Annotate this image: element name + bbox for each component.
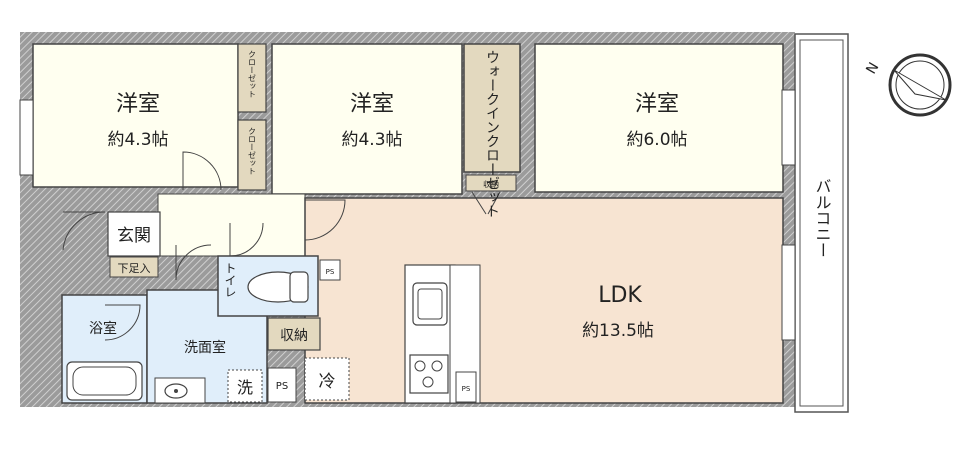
western-room-3-name: 洋室 bbox=[635, 92, 679, 117]
western-room-3-area: 約6.0帖 bbox=[626, 130, 687, 150]
fridge-label: 冷 bbox=[319, 372, 336, 392]
closet-upper-label: クローゼット bbox=[248, 50, 257, 98]
western-room-1 bbox=[32, 43, 239, 188]
closet-lower bbox=[237, 119, 267, 191]
ps-box-toilet bbox=[319, 259, 341, 281]
wash-basin bbox=[154, 377, 206, 404]
small-storage bbox=[465, 174, 517, 192]
washer-label: 洗 bbox=[237, 378, 253, 397]
ps-box-wash bbox=[267, 367, 297, 403]
walk-in-closet bbox=[463, 43, 521, 173]
ldk-room bbox=[304, 197, 784, 404]
bathtub bbox=[66, 361, 143, 401]
windows bbox=[19, 89, 796, 341]
western-room-2-area: 約4.3帖 bbox=[341, 130, 402, 150]
ps-label-toilet: PS bbox=[326, 268, 335, 276]
ps-label-kitchen: PS bbox=[462, 385, 471, 393]
ps-box-kitchen bbox=[455, 371, 477, 403]
fridge-space bbox=[304, 357, 350, 401]
compass-icon: N bbox=[863, 53, 952, 117]
balcony-label: バルコニー bbox=[813, 178, 832, 258]
compass-north-label: N bbox=[863, 60, 882, 77]
walk-in-closet-label: ウォークインクローゼット bbox=[484, 50, 500, 218]
ldk-area: 約13.5帖 bbox=[582, 321, 654, 341]
entrance-label: 玄関 bbox=[117, 226, 151, 246]
closet-upper bbox=[237, 43, 267, 113]
entrance bbox=[107, 211, 161, 257]
ldk-name: LDK bbox=[598, 283, 642, 308]
bathroom-label: 浴室 bbox=[89, 320, 117, 337]
doors bbox=[62, 151, 501, 341]
western-room-2-name: 洋室 bbox=[350, 92, 394, 117]
closet-lower-label: クローゼット bbox=[248, 127, 257, 175]
toilet-label: トイレ bbox=[223, 262, 237, 298]
kitchen-counter bbox=[404, 264, 481, 404]
western-room-2 bbox=[271, 43, 463, 195]
washroom-label: 洗面室 bbox=[184, 339, 226, 356]
washer-space bbox=[227, 369, 263, 403]
washroom-storage bbox=[267, 317, 321, 351]
ps-label-wash: PS bbox=[276, 381, 288, 392]
toilet-bowl bbox=[247, 271, 309, 303]
western-room-1-area: 約4.3帖 bbox=[107, 130, 168, 150]
washroom-storage-label: 収納 bbox=[280, 328, 308, 344]
shoe-box-label: 下足入 bbox=[118, 262, 151, 275]
hallway bbox=[157, 193, 306, 257]
shoe-box bbox=[109, 256, 159, 278]
western-room-1-name: 洋室 bbox=[116, 92, 160, 117]
small-storage-label: 収納 bbox=[483, 179, 499, 189]
western-room-3 bbox=[534, 43, 784, 193]
balcony bbox=[794, 33, 849, 413]
